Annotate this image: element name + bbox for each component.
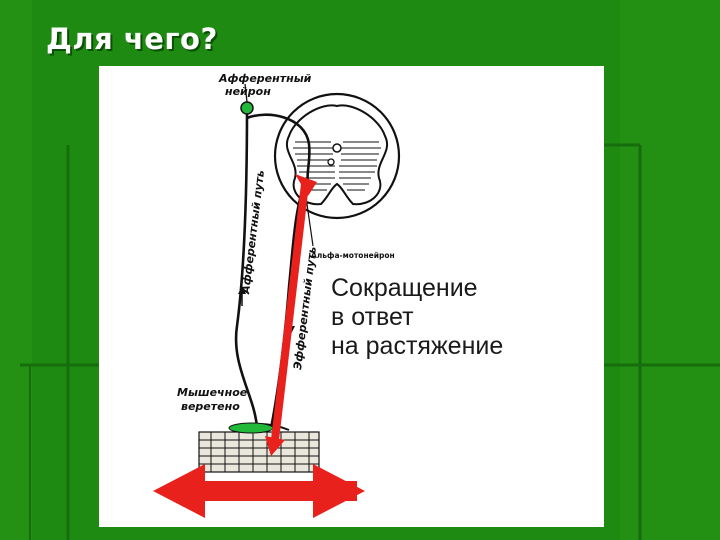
caption-line-3: на растяжение [331,332,504,360]
muscle-spindle-label: Мышечное [177,386,248,399]
muscle-spindle-icon [228,422,274,434]
muscle-tissue [198,431,320,473]
afferent-neuron-label: Афферентный [218,72,312,85]
afferent-fiber [234,107,259,429]
caption-line-1: Сокращение [331,274,478,302]
afferent-direction-arrow-icon [238,286,246,306]
spinal-cord-section [273,92,401,220]
slide-title: Для чего? [46,22,218,56]
muscle-spindle-label-2: веретено [181,400,240,413]
afferent-path-label: Афферентный путь [239,169,267,295]
alpha-motoneuron-label: Альфа-мотонейрон [311,251,395,260]
stretch-double-arrow-icon [153,464,365,518]
diagram-caption: Сокращение в ответ на растяжение [331,274,503,361]
reflex-arc-diagram: Афферентный нейрон Афферентный путь Эффе… [99,66,604,527]
afferent-neuron-cell-icon [240,101,254,115]
afferent-neuron-label-2: нейрон [225,85,271,98]
afferent-branch [246,113,311,187]
contraction-signal-arrow-icon [265,174,317,456]
caption-line-2: в ответ [331,303,414,331]
